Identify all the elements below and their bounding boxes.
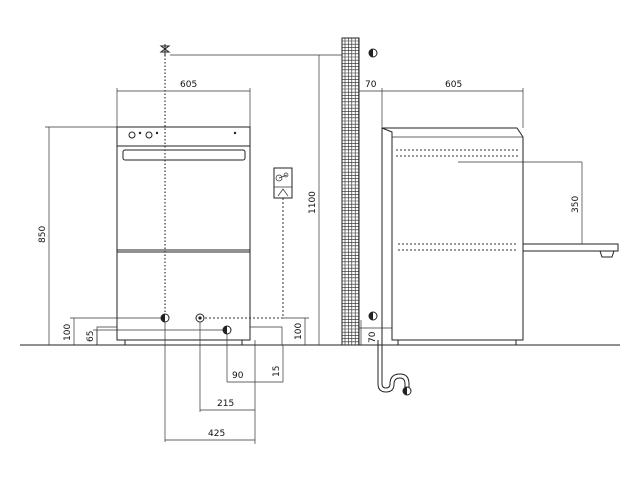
dim-side-70-bottom: 70	[368, 331, 378, 343]
control-knob	[128, 131, 136, 139]
dim-height-total: 850	[38, 226, 48, 243]
dim-front-width: 605	[180, 80, 197, 90]
dim-side-width: 605	[445, 80, 462, 90]
water-valve-icon	[159, 44, 171, 56]
dim-side-350: 350	[571, 196, 581, 213]
power-connection	[195, 313, 205, 323]
wall	[341, 37, 378, 346]
dim-215: 215	[217, 399, 234, 409]
side-cabinet	[381, 127, 524, 341]
control-knob	[145, 131, 153, 139]
dim-base-65: 65	[86, 331, 96, 342]
door-handle	[122, 149, 246, 161]
water-inlet-connection	[160, 313, 170, 323]
drain-trap-icon	[377, 340, 412, 396]
dim-425: 425	[208, 429, 225, 439]
front-view: 605 850 100 65 100 1100 90 15 215	[38, 44, 342, 444]
wall-water-tap	[368, 48, 378, 58]
front-cabinet	[116, 126, 251, 341]
dim-right-100: 100	[294, 323, 304, 340]
dim-wall-height: 1100	[308, 191, 318, 214]
dim-side-70-top: 70	[365, 80, 377, 90]
socket-icon	[273, 167, 293, 199]
wall-drain-connection	[368, 311, 378, 321]
drain-connection	[222, 325, 232, 335]
side-view: 70 605 350 70	[359, 80, 619, 396]
dim-base-100-left: 100	[63, 324, 73, 341]
power-line	[205, 197, 284, 319]
dim-90: 90	[232, 371, 244, 381]
dim-15: 15	[272, 366, 282, 377]
